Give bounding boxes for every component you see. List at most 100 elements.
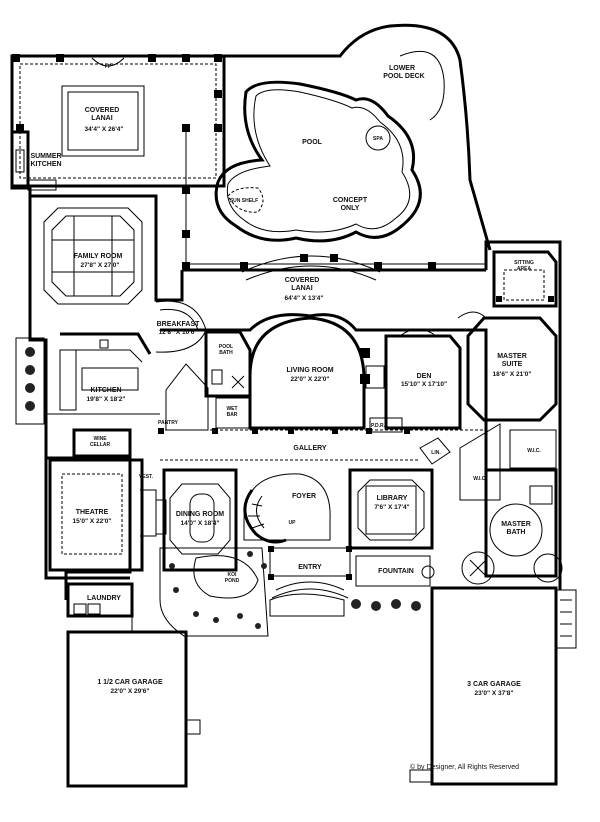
master-suite-label-2: SUITE — [502, 361, 523, 368]
sitting-area-label-2: AREA — [517, 266, 532, 272]
bottom-covered-lanai — [182, 132, 486, 281]
summer-kitchen — [10, 130, 57, 191]
spa-label: SPA — [373, 136, 383, 142]
wic-right — [509, 429, 557, 469]
laundry-label: LAUNDRY — [87, 595, 121, 602]
theatre-dim: 15'0" X 22'0" — [73, 518, 112, 525]
breakfast-label: BREAKFAST — [157, 321, 201, 328]
laundry — [66, 582, 134, 618]
family-room-dim: 27'8" X 27'0" — [81, 262, 120, 269]
fireplace-label: FP — [105, 64, 112, 70]
pool-bath — [204, 330, 252, 398]
library-label: LIBRARY — [377, 495, 408, 502]
pool-label: POOL — [302, 139, 323, 146]
family-room — [43, 207, 143, 305]
koi-pond-label-1: KOI — [228, 572, 238, 578]
garage-left — [66, 616, 201, 788]
theatre — [48, 458, 157, 572]
bottom-lanai-dim: 64'4" X 13'4" — [285, 295, 324, 302]
stair-up-label: UP — [289, 520, 297, 526]
vest-label: VEST. — [139, 474, 154, 480]
front-garden — [269, 593, 421, 617]
lower-pool-deck-label-1: LOWER — [389, 65, 415, 72]
entry-label: ENTRY — [298, 564, 322, 571]
wic-left-label: W.I.C. — [473, 476, 487, 482]
pool-bath-label-1: POOL — [219, 344, 233, 350]
pdr-label: P.D.R. — [371, 423, 386, 429]
gallery — [158, 417, 486, 461]
dining-room-label: DINING ROOM — [176, 511, 224, 518]
foyer — [243, 473, 331, 544]
breakfast — [155, 300, 207, 353]
sun-shelf-label: SUN SHELF — [230, 198, 258, 204]
living-room-dim: 22'0" X 22'0" — [291, 376, 330, 383]
linen-closet — [419, 437, 451, 465]
top-covered-lanai — [10, 54, 226, 188]
living-room-label: LIVING ROOM — [286, 367, 333, 374]
foyer-label: FOYER — [292, 493, 316, 500]
summer-kitchen-label-2: KITCHEN — [30, 161, 61, 168]
den-label: DEN — [417, 373, 432, 380]
theatre-label: THEATRE — [76, 509, 109, 516]
entry — [268, 546, 352, 599]
library — [348, 468, 434, 550]
kitchen-label: KITCHEN — [90, 387, 121, 394]
library-dim: 7'6" X 17'4" — [374, 504, 409, 511]
house-outline — [28, 186, 562, 600]
top-lanai-dim: 34'4" X 26'4" — [85, 126, 124, 133]
wine-cellar-label-1: WINE — [93, 436, 107, 442]
breakfast-dim: 12'8" X 10'6" — [159, 329, 198, 336]
den — [384, 328, 462, 430]
family-room-label: FAMILY ROOM — [74, 253, 123, 260]
wet-bar-label-1: WET — [226, 406, 237, 412]
master-bath-label-1: MASTER — [501, 521, 531, 528]
sitting-area — [492, 250, 558, 308]
wic-right-label: W.I.C. — [527, 448, 541, 454]
side-garden-left — [15, 337, 45, 425]
dining-room-dim: 14'0" X 18'4" — [181, 520, 220, 527]
gallery-label: GALLERY — [293, 445, 327, 452]
garage-right — [409, 586, 577, 786]
bottom-lanai-label-2: LANAI — [291, 285, 312, 292]
concept-label-2: ONLY — [341, 205, 360, 212]
fountain — [355, 555, 435, 587]
master-bath — [461, 468, 563, 585]
koi-pond-label-2: POND — [225, 578, 240, 584]
kitchen-dim: 19'8" X 18'2" — [87, 396, 126, 403]
pool-bath-label-2: BATH — [219, 350, 233, 356]
master-suite-dim: 18'6" X 21'0" — [493, 371, 532, 378]
master-suite — [457, 311, 558, 422]
koi-pond — [159, 547, 269, 637]
wet-bar-label-2: BAR — [227, 412, 238, 418]
lower-pool-deck — [224, 23, 492, 251]
garage-right-dim: 23'0" X 37'8" — [475, 690, 514, 697]
wine-cellar-label-2: CELLAR — [90, 442, 111, 448]
sitting-area-label-1: SITTING — [514, 260, 534, 266]
den-dim: 15'10" X 17'10" — [401, 381, 447, 388]
top-lanai-label-1: COVERED — [85, 107, 120, 114]
top-lanai-label-2: LANAI — [91, 115, 112, 122]
summer-kitchen-label-1: SUMMER — [30, 153, 61, 160]
pantry-label: PANTRY — [158, 420, 179, 426]
dining-room — [156, 468, 238, 572]
linen-label: LIN. — [431, 450, 441, 456]
kitchen — [46, 332, 160, 415]
pantry — [165, 363, 209, 431]
wine-cellar — [72, 428, 132, 458]
fountain-label: FOUNTAIN — [378, 568, 414, 575]
master-bath-label-2: BATH — [507, 529, 526, 536]
garage-left-label: 1 1/2 CAR GARAGE — [97, 679, 163, 686]
concept-label-1: CONCEPT — [333, 197, 368, 204]
